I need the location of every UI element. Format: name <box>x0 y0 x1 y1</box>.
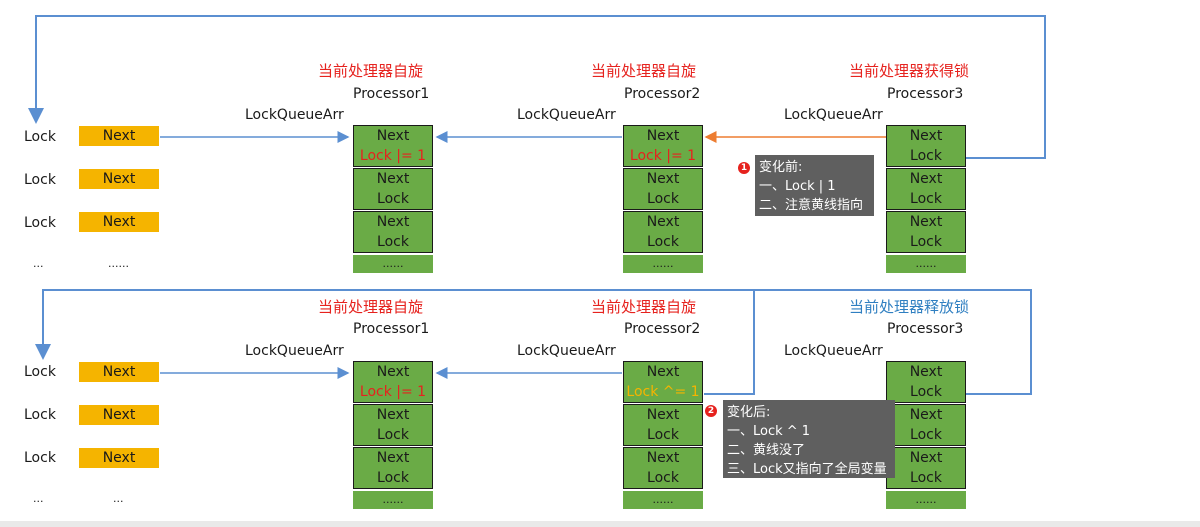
global-next-box: Next <box>79 405 159 425</box>
global-next-box: Next <box>79 212 159 232</box>
queue-cell-lock: Lock |= 1 <box>353 146 433 167</box>
queue-cell-lock: Lock <box>886 146 966 167</box>
window-bottom-bar <box>0 521 1200 527</box>
queue-cell-ellipsis: ...... <box>886 255 966 273</box>
p2-status: 当前处理器自旋 <box>591 62 697 80</box>
note-line: 二、注意黄线指向 <box>759 198 864 213</box>
global-lock-label: Lock <box>24 172 56 188</box>
queue-cell-next: Next <box>623 211 703 232</box>
p1-status: 当前处理器自旋 <box>318 298 424 316</box>
p1-name: Processor1 <box>353 321 430 337</box>
p2-name: Processor2 <box>624 86 701 102</box>
queue-cell-lock: Lock <box>623 232 703 253</box>
queue-cell-next: Next <box>353 361 433 382</box>
queue-cell-lock: Lock <box>353 425 433 446</box>
p1-lqa-label: LockQueueArr <box>245 107 344 123</box>
note-line: 变化前: <box>759 160 803 175</box>
note-after: 变化后: 一、Lock ^ 1 二、黄线没了 三、Lock又指向了全局变量 <box>723 400 895 478</box>
global-lock-ellipsis: ... <box>33 492 44 505</box>
panel1-loop-arrow <box>28 15 1046 159</box>
p3-name: Processor3 <box>887 321 964 337</box>
queue-cell-lock: Lock <box>886 468 966 489</box>
p3-name: Processor3 <box>887 86 964 102</box>
queue-cell-next: Next <box>623 168 703 189</box>
queue-cell-next: Next <box>623 447 703 468</box>
queue-cell-next: Next <box>886 447 966 468</box>
queue-cell-next: Next <box>353 125 433 146</box>
queue-cell-lock: Lock <box>623 189 703 210</box>
p1-status: 当前处理器自旋 <box>318 62 424 80</box>
p2-status: 当前处理器自旋 <box>591 298 697 316</box>
queue-cell-next: Next <box>886 168 966 189</box>
queue-cell-lock: Lock <box>353 189 433 210</box>
global-next-box: Next <box>79 169 159 189</box>
global-next-box: Next <box>79 362 159 382</box>
queue-cell-lock: Lock <box>886 232 966 253</box>
queue-cell-lock: Lock ^= 1 <box>623 382 703 403</box>
p2-lqa-label: LockQueueArr <box>517 107 616 123</box>
queue-cell-ellipsis: ...... <box>886 491 966 509</box>
p2-name: Processor2 <box>624 321 701 337</box>
global-next-ellipsis: ... <box>113 492 124 505</box>
p1-name: Processor1 <box>353 86 430 102</box>
queue-cell-next: Next <box>886 211 966 232</box>
p2-lqa-label: LockQueueArr <box>517 343 616 359</box>
global-lock-label: Lock <box>24 450 56 466</box>
global-lock-label: Lock <box>24 129 56 145</box>
global-next-box: Next <box>79 126 159 146</box>
note-line: 二、黄线没了 <box>727 443 806 458</box>
note-badge: 1 <box>738 162 750 174</box>
queue-cell-next: Next <box>886 125 966 146</box>
queue-cell-next: Next <box>353 447 433 468</box>
p1-lqa-label: LockQueueArr <box>245 343 344 359</box>
queue-cell-next: Next <box>353 211 433 232</box>
p3-lqa-label: LockQueueArr <box>784 107 883 123</box>
p3-lqa-label: LockQueueArr <box>784 343 883 359</box>
p3-status: 当前处理器获得锁 <box>849 62 970 80</box>
queue-cell-lock: Lock <box>886 382 966 403</box>
global-lock-label: Lock <box>24 215 56 231</box>
note-badge: 2 <box>705 405 717 417</box>
queue-cell-lock: Lock <box>353 468 433 489</box>
note-line: 一、Lock ^ 1 <box>727 424 811 439</box>
queue-cell-lock: Lock <box>886 189 966 210</box>
queue-cell-next: Next <box>886 404 966 425</box>
queue-cell-next: Next <box>623 125 703 146</box>
queue-cell-next: Next <box>623 361 703 382</box>
panel2-p3-loop <box>754 289 1032 395</box>
global-next-ellipsis: ...... <box>108 257 129 270</box>
queue-cell-lock: Lock <box>623 425 703 446</box>
global-lock-label: Lock <box>24 364 56 380</box>
queue-cell-next: Next <box>623 404 703 425</box>
queue-cell-lock: Lock |= 1 <box>623 146 703 167</box>
note-before: 变化前: 一、Lock | 1 二、注意黄线指向 <box>755 155 874 216</box>
queue-cell-lock: Lock <box>886 425 966 446</box>
note-line: 变化后: <box>727 405 771 420</box>
queue-cell-ellipsis: ...... <box>623 255 703 273</box>
note-line: 一、Lock | 1 <box>759 179 836 194</box>
global-lock-ellipsis: ... <box>33 257 44 270</box>
global-lock-label: Lock <box>24 407 56 423</box>
queue-cell-next: Next <box>353 404 433 425</box>
note-line: 三、Lock又指向了全局变量 <box>727 462 887 477</box>
queue-cell-lock: Lock <box>353 232 433 253</box>
queue-cell-lock: Lock <box>623 468 703 489</box>
p3-status: 当前处理器释放锁 <box>849 298 970 316</box>
queue-cell-ellipsis: ...... <box>353 491 433 509</box>
queue-cell-ellipsis: ...... <box>623 491 703 509</box>
queue-cell-ellipsis: ...... <box>353 255 433 273</box>
queue-cell-next: Next <box>353 168 433 189</box>
global-next-box: Next <box>79 448 159 468</box>
queue-cell-lock: Lock |= 1 <box>353 382 433 403</box>
queue-cell-next: Next <box>886 361 966 382</box>
